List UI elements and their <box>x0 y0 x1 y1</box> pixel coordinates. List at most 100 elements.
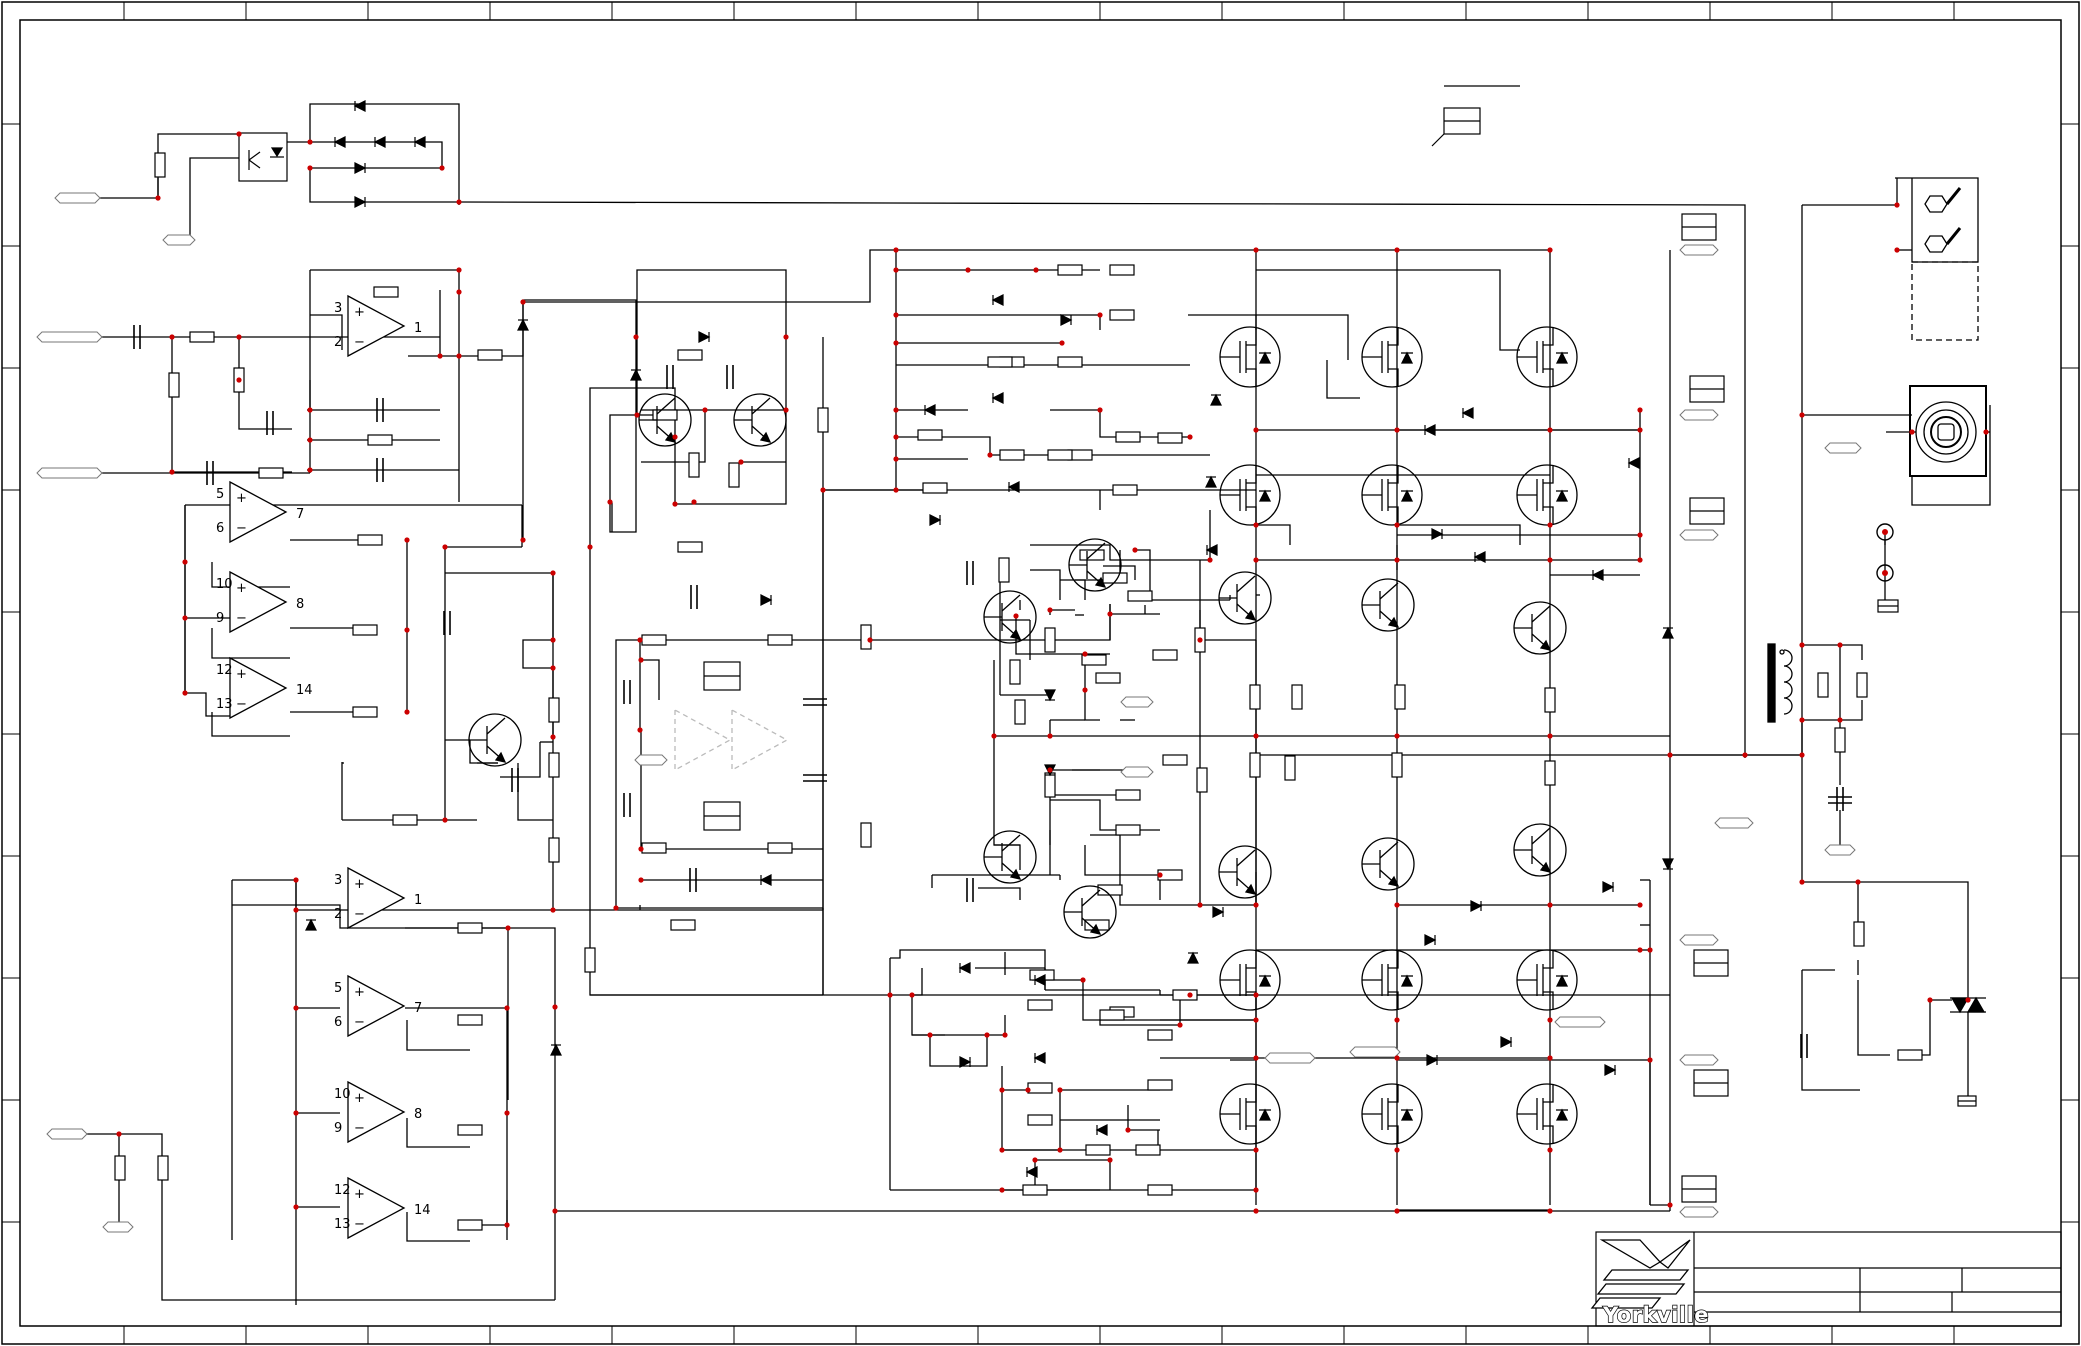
diode <box>1432 529 1442 539</box>
junction-dot <box>1082 687 1087 692</box>
wire-segment <box>1050 800 1160 830</box>
mosfet-source <box>1246 1126 1256 1144</box>
wire-segment <box>912 995 945 1035</box>
junction-dot <box>1882 529 1887 534</box>
junction-dot <box>607 499 612 504</box>
junction-dot <box>1253 1187 1258 1192</box>
junction-dot <box>1855 879 1860 884</box>
op-amp-pin-label: 8 <box>414 1107 422 1122</box>
junction-dot <box>1125 1127 1130 1132</box>
bjt-collector <box>1532 606 1550 622</box>
junction-dot <box>1667 752 1672 757</box>
diode <box>1425 935 1435 945</box>
junction-dot <box>307 407 312 412</box>
junction-dot <box>404 709 409 714</box>
diode <box>1035 1053 1045 1063</box>
op-amp-sign: − <box>236 611 247 626</box>
junction-dot <box>1002 1032 1007 1037</box>
wire-segment <box>1858 980 1890 1055</box>
junction-dot <box>613 905 618 910</box>
wire-segment <box>978 888 1020 900</box>
junction-dot <box>893 267 898 272</box>
junction-dot <box>702 407 707 412</box>
mosfet-body-diode <box>1557 491 1567 501</box>
junction-dot <box>633 334 638 339</box>
wire-segment <box>1032 980 1256 1020</box>
wire-segment <box>499 300 636 532</box>
resistor <box>1023 1185 1047 1195</box>
resistor <box>1545 761 1555 785</box>
op-amp-pin-label: 9 <box>216 611 224 626</box>
op-amps: 321+−567+−1098+−121314+−321+−567+−1098+−… <box>216 296 431 1238</box>
resistor <box>1110 310 1134 320</box>
diode <box>355 197 365 207</box>
junction-dot <box>637 637 642 642</box>
junction-dot <box>182 559 187 564</box>
resistor <box>1096 673 1120 683</box>
signal-flag <box>635 755 667 765</box>
mosfet-body-diode <box>1260 353 1270 363</box>
junction-dot <box>1965 997 1970 1002</box>
junction-dot <box>638 657 643 662</box>
junction-dot <box>1047 767 1052 772</box>
junction-dot <box>991 733 996 738</box>
wire-segment <box>994 736 1020 845</box>
junction-dot <box>587 544 592 549</box>
wire-segment <box>287 104 459 205</box>
junction-dot <box>1080 977 1085 982</box>
op-amp-pin-label: 1 <box>414 321 422 336</box>
mosfet-drain <box>1246 1084 1256 1102</box>
op-amp-sign: + <box>354 305 365 320</box>
signal-flag <box>1680 1055 1718 1065</box>
junction-dot <box>456 353 461 358</box>
op-amp-sign: − <box>354 907 365 922</box>
resistor <box>458 1015 482 1025</box>
junction-dot <box>293 1005 298 1010</box>
junction-dot <box>504 1005 509 1010</box>
signal-flag <box>1680 935 1718 945</box>
diode <box>1629 458 1639 468</box>
junction-dot <box>1637 427 1642 432</box>
junction-dot <box>1637 407 1642 412</box>
resistor <box>1173 990 1197 1000</box>
mosfet-source <box>1246 507 1256 525</box>
wire-segment <box>1802 645 1862 660</box>
resistor <box>458 923 482 933</box>
resistor <box>1136 1145 1160 1155</box>
junction-dot <box>1394 1147 1399 1152</box>
wire-segment <box>212 628 290 658</box>
junction-dot <box>1547 522 1552 527</box>
resistor <box>1898 1050 1922 1060</box>
diode <box>1427 1055 1437 1065</box>
resistor <box>861 625 871 649</box>
junction-dot <box>867 637 872 642</box>
bjt-collector <box>1380 842 1398 858</box>
junction-dot <box>691 499 696 504</box>
junction-dot <box>1197 902 1202 907</box>
diodes <box>306 101 1673 1177</box>
junction-dot <box>909 992 914 997</box>
resistor <box>999 558 1009 582</box>
resistor <box>358 535 382 545</box>
resistor <box>458 1125 482 1135</box>
wire-segment <box>1030 570 1060 600</box>
diode <box>306 920 316 930</box>
diode <box>925 405 935 415</box>
junction-dot <box>999 1187 1004 1192</box>
resistor <box>1197 768 1207 792</box>
junction-dot <box>893 340 898 345</box>
junction-dot <box>1547 1017 1552 1022</box>
junction-dot <box>1107 1157 1112 1162</box>
diode <box>1206 477 1216 487</box>
junction-dot <box>1394 247 1399 252</box>
mosfet-body-diode <box>1557 1110 1567 1120</box>
leader-line <box>1432 134 1444 146</box>
wire-segment <box>641 660 659 700</box>
wire-segment <box>1912 405 1990 505</box>
signal-flag <box>47 1129 87 1139</box>
junction-dot <box>1547 427 1552 432</box>
mosfet-body-diode <box>1557 976 1567 986</box>
junction-dot <box>1107 611 1112 616</box>
junction-dot <box>783 334 788 339</box>
junction-dot <box>984 1032 989 1037</box>
